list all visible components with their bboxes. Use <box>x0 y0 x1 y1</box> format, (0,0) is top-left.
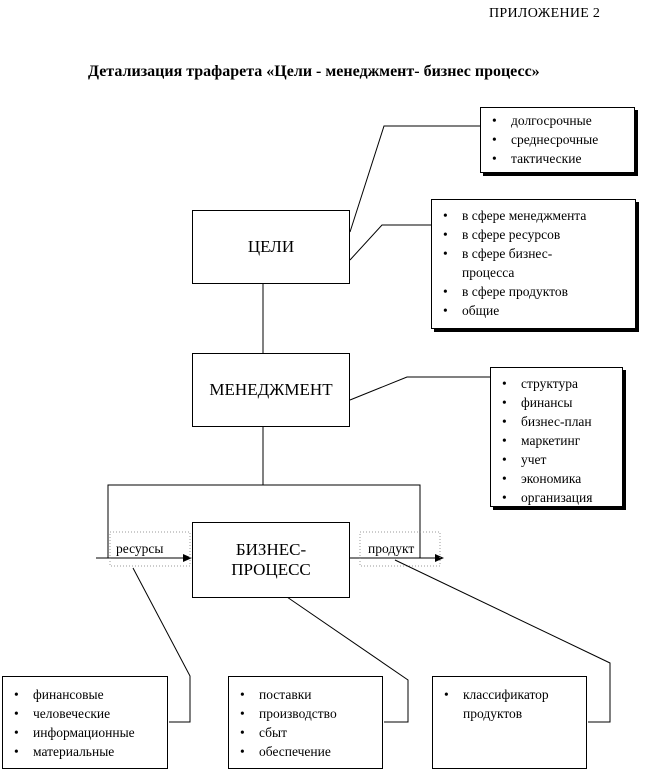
list-item: в сфере продуктов <box>432 282 635 301</box>
list-item: организация <box>491 488 622 506</box>
list-item: маркетинг <box>491 431 622 450</box>
list-item: структура <box>491 374 622 393</box>
appendix-label: ПРИЛОЖЕНИЕ 2 <box>489 6 601 21</box>
list-item: долгосрочные <box>481 111 634 130</box>
product-flow-label: продукт <box>368 541 415 556</box>
resources-list: финансовые человеческие информационные м… <box>2 676 168 769</box>
management-items-list: структура финансы бизнес-план маркетинг … <box>490 367 623 507</box>
list-item: в сфере бизнес-процесса <box>432 244 635 282</box>
management-box: МЕНЕДЖМЕНТ <box>192 353 350 427</box>
list-item: экономика <box>491 469 622 488</box>
goals-label: ЦЕЛИ <box>247 237 295 256</box>
list-item: сбыт <box>229 723 382 742</box>
list-item: общие <box>432 301 635 320</box>
list-item: информационные <box>3 723 167 742</box>
management-label: МЕНЕДЖМЕНТ <box>209 380 333 399</box>
business-process-label-line2: ПРОЦЕСС <box>231 560 311 579</box>
list-item: производство <box>229 704 382 723</box>
business-process-label-line1: БИЗНЕС- <box>235 540 307 559</box>
list-item: поставки <box>229 685 382 704</box>
list-item: бизнес-план <box>491 412 622 431</box>
goal-terms-list: долгосрочные среднесрочные тактические <box>480 107 635 173</box>
list-item: в сфере менеджмента <box>432 206 635 225</box>
list-item: в сфере ресурсов <box>432 225 635 244</box>
list-item: классификатор продуктов <box>433 685 566 723</box>
list-item: обеспечение <box>229 742 382 761</box>
list-item: материальные <box>3 742 167 761</box>
list-item: финансы <box>491 393 622 412</box>
business-process-box: БИЗНЕС- ПРОЦЕСС <box>192 522 350 598</box>
products-list: классификатор продуктов <box>432 676 587 769</box>
goals-box: ЦЕЛИ <box>192 210 350 284</box>
process-items-list: поставки производство сбыт обеспечение <box>228 676 383 769</box>
list-item: финансовые <box>3 685 167 704</box>
diagram-title: Детализация трафарета «Цели - менеджмент… <box>88 63 540 80</box>
resources-flow-label: ресурсы <box>116 541 164 556</box>
list-item: среднесрочные <box>481 130 634 149</box>
list-item: учет <box>491 450 622 469</box>
goal-spheres-list: в сфере менеджмента в сфере ресурсов в с… <box>431 199 636 329</box>
list-item: человеческие <box>3 704 167 723</box>
list-item: тактические <box>481 149 634 168</box>
